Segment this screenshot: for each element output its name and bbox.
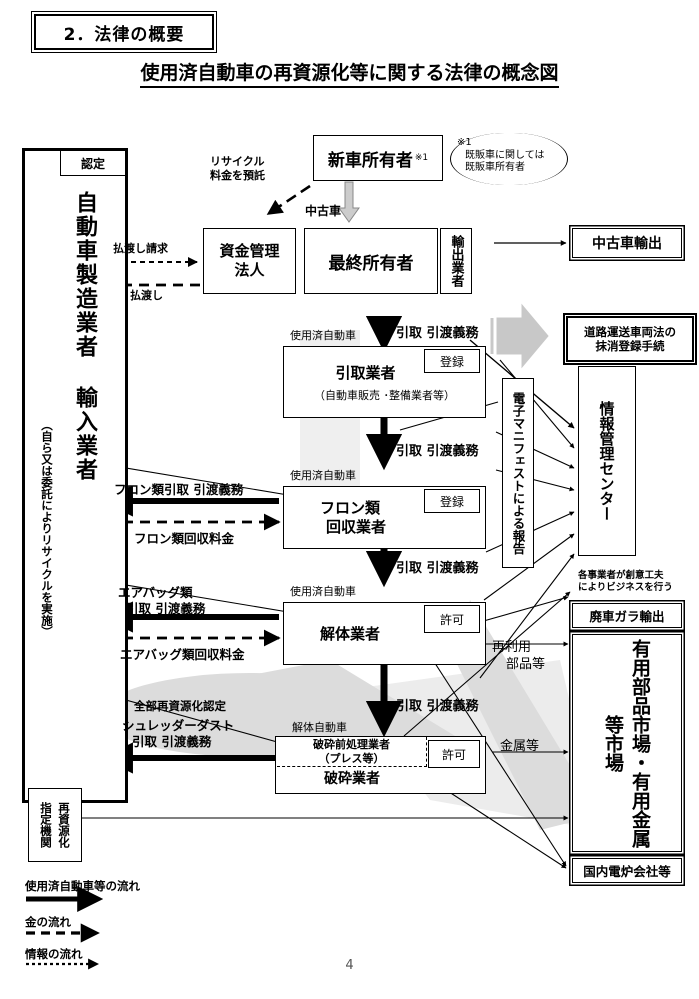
note-mark: ※1 bbox=[457, 137, 472, 148]
arrow-info-dismantler2-to-center bbox=[479, 553, 575, 679]
label-payout: 払渡し bbox=[130, 289, 163, 302]
node-exporter[interactable]: 輸出業者 bbox=[440, 228, 472, 294]
label-elv-1: 使用済自動車 bbox=[290, 329, 356, 342]
label-reuse-parts-line1: 再利用 bbox=[492, 640, 532, 655]
exporter-label: 輸出業者 bbox=[448, 235, 464, 287]
label-airbag-duty-line1: エアバッグ類 bbox=[118, 585, 193, 600]
legend-label-money-flow: 金の流れ bbox=[25, 915, 71, 929]
shredder-tag-permit: 許可 bbox=[428, 740, 480, 768]
last-owner-label: 最終所有者 bbox=[328, 253, 414, 274]
new-car-owner-label: 新車所有者 bbox=[327, 150, 413, 171]
arrow-dismantler-to-furnace bbox=[419, 639, 567, 867]
shredder-pretreatment-line2: （プレス等） bbox=[318, 751, 385, 765]
node-scrap-export[interactable]: 廃車ガラ輸出 bbox=[572, 603, 682, 628]
node-domestic-furnace[interactable]: 国内電炉会社等 bbox=[572, 858, 682, 883]
label-duty-3: 引取 引渡義務 bbox=[396, 561, 479, 576]
label-shredder-dust-line2: 引取 引渡義務 bbox=[132, 733, 212, 749]
info-center-label: 情報管理センター bbox=[597, 401, 616, 521]
line-manufacturer-to-fluoro bbox=[125, 467, 289, 496]
page-title-text: 使用済自動車の再資源化等に関する法律の概念図 bbox=[140, 62, 559, 88]
used-car-export-label: 中古車輸出 bbox=[592, 236, 662, 252]
line-manufacturer-to-dismantler bbox=[125, 584, 289, 613]
dismantler-tag-permit: 許可 bbox=[424, 605, 480, 633]
scrap-export-label: 廃車ガラ輸出 bbox=[589, 609, 665, 624]
fund-management-line2: 法人 bbox=[234, 261, 265, 279]
shredder-pretreatment-line1: 破砕前処理業者 bbox=[313, 738, 390, 752]
node-info-center[interactable]: 情報管理センター bbox=[578, 366, 636, 556]
label-used-car: 中古車 bbox=[305, 204, 342, 218]
collector-sublabel: （自動車販売 ･整備業者等） bbox=[314, 388, 455, 402]
label-reuse-parts: 再利用 部品等 bbox=[492, 640, 545, 674]
collector-tag-registration: 登録 bbox=[424, 349, 480, 373]
designated-org-col2: 指定機関 bbox=[39, 802, 53, 848]
label-airbag-duty: エアバッグ類 引取 引渡義務 bbox=[118, 585, 205, 616]
legend-label-elv-flow: 使用済自動車等の流れ bbox=[25, 879, 140, 893]
note-existing-car: ※1 既販車に関しては 既販車所有者 bbox=[450, 133, 568, 185]
label-recycle-deposit-line1: リサイクル bbox=[210, 155, 265, 168]
label-duty-2: 引取 引渡義務 bbox=[396, 444, 479, 459]
collector-label: 引取業者 bbox=[335, 363, 396, 382]
arrow-dismantler-to-scrap-export bbox=[479, 595, 569, 623]
label-recycle-deposit: リサイクル 料金を預託 bbox=[210, 155, 265, 184]
label-elv-3: 使用済自動車 bbox=[290, 585, 356, 598]
node-fund-management[interactable]: 資金管理 法人 bbox=[203, 228, 296, 294]
label-airbag-fee: エアバッグ類回収料金 bbox=[120, 647, 245, 662]
label-duty-4: 引取 引渡義務 bbox=[396, 699, 479, 714]
dismantler-label: 解体業者 bbox=[320, 625, 381, 643]
node-shredder-pretreatment[interactable]: 破砕前処理業者 （プレス等） bbox=[277, 737, 427, 767]
arrow-info-collector-to-center bbox=[499, 359, 575, 449]
manufacturer-label: 自動車製造業者 輸入業者 bbox=[72, 191, 97, 482]
label-shredder-dust-line1: シュレッダーダスト bbox=[122, 718, 235, 733]
label-market-note: 各事業者が創意工夫 によりビジネスを行う bbox=[578, 570, 673, 594]
label-payout-request: 払渡し請求 bbox=[113, 242, 168, 255]
note-line2: 既販車所有者 bbox=[465, 162, 525, 173]
shredder-main-label: 破砕業者 bbox=[324, 771, 380, 787]
gray-arrow-newcar-to-lastowner bbox=[338, 181, 360, 223]
manufacturer-tag-approval: 認定 bbox=[60, 150, 126, 176]
fund-management-line1: 資金管理 bbox=[219, 242, 280, 261]
arrow-market-crosslink bbox=[403, 591, 571, 737]
electronic-manifest-label: 電子マニフェストによる報告 bbox=[510, 391, 526, 555]
label-duty-1: 引取 引渡義務 bbox=[396, 326, 479, 341]
node-road-transport-law[interactable]: 道路運送車両法の 抹消登録手続 bbox=[566, 316, 694, 362]
page-title: 使用済自動車の再資源化等に関する法律の概念図 bbox=[0, 58, 699, 88]
node-electronic-manifest[interactable]: 電子マニフェストによる報告 bbox=[502, 378, 534, 568]
node-used-car-export[interactable]: 中古車輸出 bbox=[572, 228, 682, 258]
fluorocarbon-tag-registration: 登録 bbox=[424, 489, 480, 513]
label-metals: 金属等 bbox=[500, 739, 540, 754]
market-label: 有用部品市場・有用金属等市場 bbox=[602, 638, 651, 848]
node-new-car-owner[interactable]: 新車所有者 ※1 bbox=[313, 135, 443, 181]
label-elv-2: 使用済自動車 bbox=[290, 469, 356, 482]
section-badge: 2．法律の概要 bbox=[34, 14, 214, 50]
label-reuse-parts-line2: 部品等 bbox=[506, 656, 546, 672]
road-law-line1: 道路運送車両法の bbox=[584, 324, 676, 339]
label-shredder-dust: シュレッダーダスト 引取 引渡義務 bbox=[122, 718, 234, 749]
label-market-note-line2: によりビジネスを行う bbox=[578, 581, 673, 593]
node-market[interactable]: 有用部品市場・有用金属等市場 bbox=[572, 634, 682, 852]
label-dismantled-car: 解体自動車 bbox=[292, 721, 347, 734]
arrow-recycle-deposit bbox=[266, 184, 311, 216]
domestic-furnace-label: 国内電炉会社等 bbox=[583, 864, 671, 879]
node-fluorocarbon-recovery[interactable]: フロン類 回収業者 bbox=[283, 486, 486, 549]
label-market-note-line1: 各事業者が創意工夫 bbox=[578, 570, 664, 581]
label-full-recycle-cert: 全部再資源化認定 bbox=[134, 699, 226, 713]
label-fluoro-duty: フロン類引取 引渡義務 bbox=[114, 482, 244, 497]
label-recycle-deposit-line2: 料金を預託 bbox=[210, 169, 265, 183]
page-number: 4 bbox=[345, 958, 354, 973]
note-line1: 既販車に関しては bbox=[465, 149, 545, 161]
node-manufacturer[interactable]: 自動車製造業者 輸入業者 （自ら又は委託によりリサイクルを実施） bbox=[22, 148, 128, 803]
label-fluoro-fee: フロン類回収料金 bbox=[134, 531, 235, 546]
designated-org-col1: 再資源化 bbox=[57, 802, 71, 848]
gray-arrow-to-road-law bbox=[490, 303, 549, 369]
manufacturer-sublabel: （自ら又は委託によりリサイクルを実施） bbox=[40, 419, 54, 638]
node-designated-org[interactable]: 再資源化 指定機関 bbox=[28, 788, 82, 862]
node-last-owner[interactable]: 最終所有者 bbox=[304, 228, 438, 294]
fluorocarbon-line2: 回収業者 bbox=[326, 517, 387, 536]
line-manufacturer-to-shredder bbox=[125, 699, 289, 746]
fluorocarbon-line1: フロン類 bbox=[320, 498, 381, 517]
label-airbag-duty-line2: 引取 引渡義務 bbox=[126, 600, 206, 616]
new-car-owner-note-mark: ※1 bbox=[414, 153, 429, 163]
legend-label-info-flow: 情報の流れ bbox=[25, 947, 83, 961]
road-law-line2: 抹消登録手続 bbox=[595, 339, 665, 353]
